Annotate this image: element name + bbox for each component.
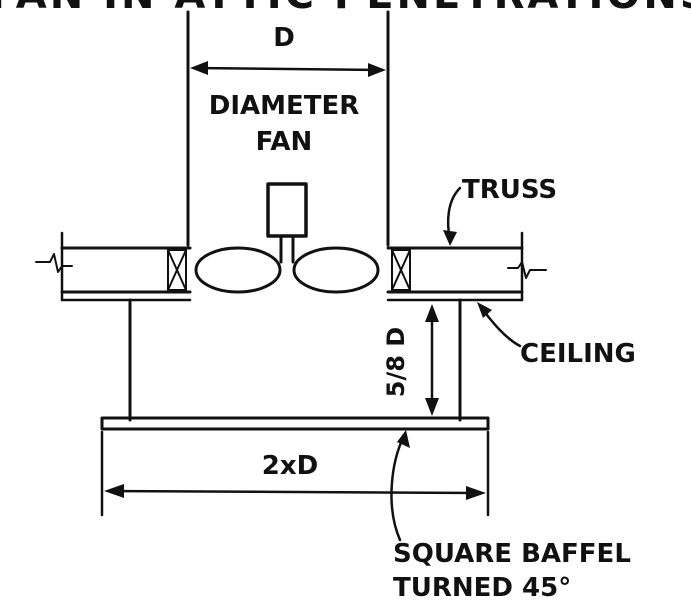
baffle-hangers — [128, 298, 462, 422]
fan-assembly — [194, 182, 380, 294]
fan-diameter-label: D — [273, 23, 295, 53]
drop-dimension — [425, 304, 439, 416]
fan-caption-line1: DIAMETER — [209, 91, 360, 121]
ceiling-leader — [477, 302, 522, 348]
baffle-caption-line1: SQUARE BAFFEL — [393, 539, 631, 569]
ceiling-label: CEILING — [520, 339, 636, 369]
fan-diameter-dimension-line — [190, 61, 386, 77]
truss-label: TRUSS — [462, 175, 557, 205]
right-truss-section — [386, 231, 547, 302]
baffle-caption-line2: TURNED 45° — [393, 573, 571, 603]
baffle-width-label: 2xD — [262, 451, 318, 481]
baffle-width-dimension — [100, 430, 490, 517]
fan-caption-line2: FAN — [256, 127, 313, 157]
fan-motor — [266, 182, 308, 238]
baffle-leader — [390, 430, 410, 542]
drop-dimension-label: 5/8 D — [382, 327, 410, 397]
left-truss-section — [35, 231, 192, 302]
fan-blade-right — [292, 246, 380, 294]
header-caption: FAN IN ATTIC PENETRATIONS — [0, 0, 691, 18]
fan-blade-left — [194, 246, 282, 294]
fan-opening-extension-lines — [186, 10, 390, 247]
truss-leader — [443, 186, 462, 246]
square-baffle — [100, 416, 490, 431]
